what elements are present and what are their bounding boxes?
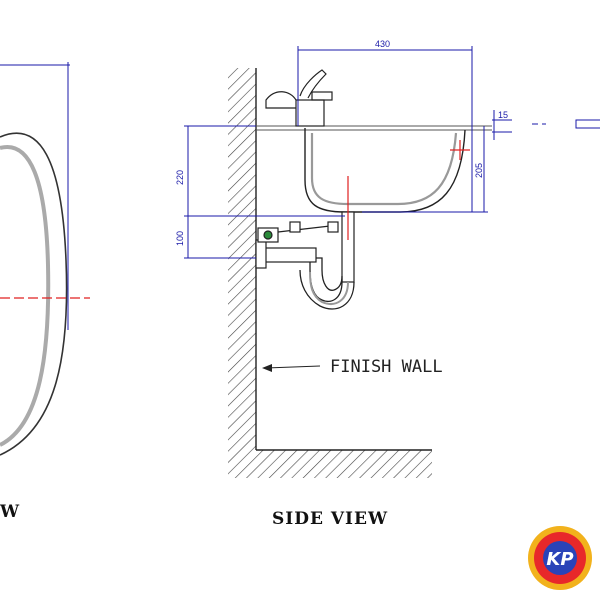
- waste-arm: [257, 247, 317, 263]
- finish-wall-leader: [265, 365, 321, 369]
- dim-rim-label: 15: [498, 110, 508, 120]
- basin-bowl: [304, 128, 466, 213]
- front-view: W: [0, 62, 90, 522]
- p-trap-bend: [309, 271, 349, 305]
- side-view-label: SIDE VIEW: [272, 509, 388, 529]
- finish-wall-label: FINISH WALL: [330, 357, 443, 377]
- right-partial-view: [532, 119, 600, 129]
- basin-inner-outline: [0, 145, 51, 447]
- front-view-label: W: [0, 502, 20, 522]
- side-view: 430 220 100 205 15 FINISH WALL SIDE VIEW: [175, 39, 512, 529]
- finish-wall-arrow: [262, 364, 272, 372]
- faucet: [265, 69, 333, 127]
- dim-height-label: 220: [175, 170, 185, 185]
- floor-hatch: [256, 450, 432, 478]
- wall-flange: [255, 239, 267, 269]
- dim-trap-label: 100: [175, 231, 185, 246]
- dim-bowl-label: 205: [474, 163, 484, 178]
- basin-bowl-inner: [310, 132, 458, 206]
- logo-blue-disc: [543, 541, 577, 575]
- basin-outer-outline: [0, 132, 68, 456]
- dim-width-label: 430: [375, 39, 390, 49]
- wall-hatch: [228, 68, 256, 478]
- angle-valve: [257, 221, 339, 243]
- kp-logo: KP: [528, 526, 592, 590]
- p-trap: [299, 257, 355, 310]
- right-partial-shape: [575, 119, 600, 129]
- logo-text: KP: [546, 549, 573, 570]
